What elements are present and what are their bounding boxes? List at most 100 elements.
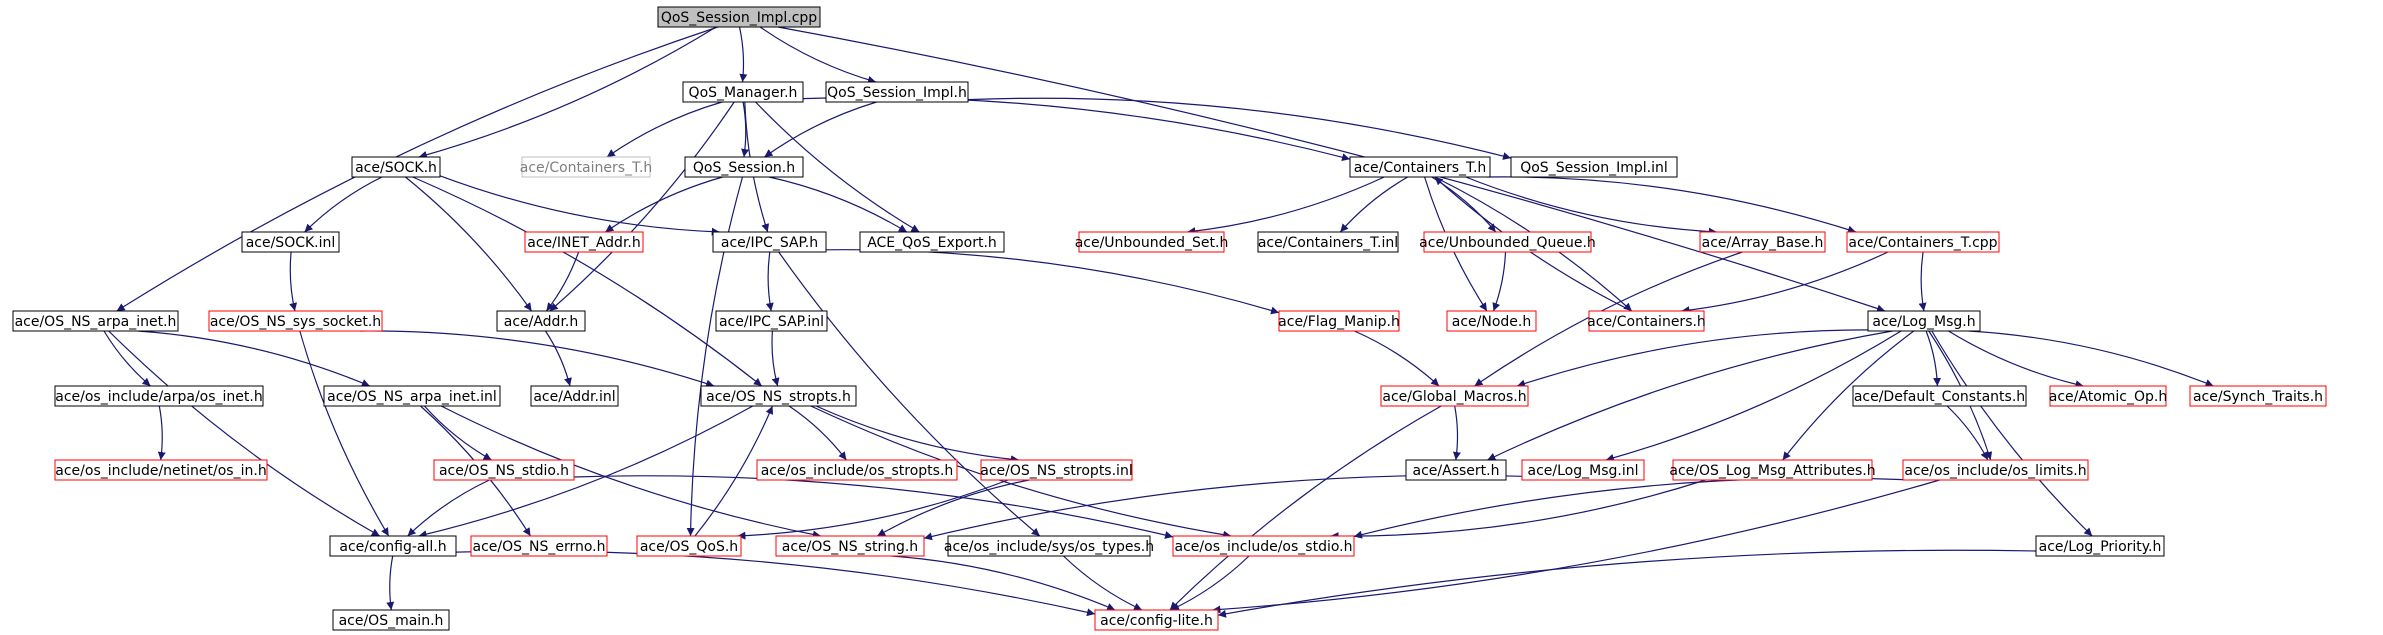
node-label: ace/IPC_SAP.inl: [719, 314, 824, 330]
node-label: ace/Containers_T.h: [1354, 160, 1487, 176]
edge-ace_array_base_h-to-ace_global_macros_h: [1474, 251, 1743, 387]
node-box: [859, 231, 1005, 253]
node-ace_os_include_sys_os_types_h[interactable]: ace/os_include/sys/os_types.h: [944, 535, 1154, 557]
node-ace_containers_t_h[interactable]: ace/Containers_T.h: [1349, 156, 1491, 178]
node-ace_os_ns_errno_h[interactable]: ace/OS_NS_errno.h: [470, 535, 608, 557]
node-root[interactable]: QoS_Session_Impl.cpp: [657, 6, 821, 28]
node-ace_config_lite_h[interactable]: ace/config-lite.h: [1094, 609, 1219, 631]
edge-ace_unbounded_queue_h-to-ace_node_h: [1492, 251, 1507, 312]
node-box: [1902, 459, 2089, 481]
edge-qos_manager_h-to-ace_containers_t_h: [802, 96, 1351, 162]
node-ace_os_main_h[interactable]: ace/OS_main.h: [332, 609, 450, 631]
node-label: ace/Atomic_Op.h: [2049, 389, 2167, 405]
edge-ace_ipc_sap_h-to-ace_ipc_sap_inl: [765, 251, 774, 312]
node-box: [521, 156, 651, 178]
node-box: [1380, 385, 1529, 407]
edge-ace_log_msg_h-to-ace_log_msg_inl: [1605, 330, 1902, 462]
node-ace_os_ns_stropts_h[interactable]: ace/OS_NS_stropts.h: [700, 385, 857, 407]
node-ace_containers_t_inl[interactable]: ace/Containers_T.inl: [1257, 231, 1399, 253]
node-ace_os_include_arpa_os_inet_h[interactable]: ace/os_include/arpa/os_inet.h: [54, 385, 264, 407]
edge-ace_os_ns_stropts_h-to-ace_os_include_os_stropts_h: [788, 405, 847, 461]
node-ace_log_msg_h[interactable]: ace/Log_Msg.h: [1867, 310, 1981, 332]
node-ace_default_constants_h[interactable]: ace/Default_Constants.h: [1852, 385, 2027, 407]
node-ace_unbounded_set_h[interactable]: ace/Unbounded_Set.h: [1075, 231, 1229, 253]
node-label: ace/Containers.h: [1587, 314, 1706, 330]
node-ace_config_all_h[interactable]: ace/config-all.h: [329, 535, 457, 557]
edge-ace_log_msg_h-to-ace_atomic_op_h: [1948, 330, 2084, 389]
node-box: [351, 156, 441, 178]
node-label: ace/SOCK.inl: [246, 235, 336, 251]
node-label: ace/Default_Constants.h: [1854, 389, 2025, 405]
node-ace_global_macros_h[interactable]: ace/Global_Macros.h: [1380, 385, 1529, 407]
node-ace_log_priority_h[interactable]: ace/Log_Priority.h: [2035, 535, 2165, 557]
node-box: [1446, 310, 1537, 332]
node-ace_os_ns_sys_socket_h[interactable]: ace/OS_NS_sys_socket.h: [208, 310, 383, 332]
node-box: [2189, 385, 2327, 407]
node-label: ace/Containers_T.cpp: [1848, 235, 1997, 251]
node-ace_atomic_op_h[interactable]: ace/Atomic_Op.h: [2049, 385, 2167, 407]
edge-ace_log_priority_h-to-ace_config_lite_h: [1217, 549, 2037, 618]
node-ace_addr_inl[interactable]: ace/Addr.inl: [530, 385, 619, 407]
node-ace_qos_export_h[interactable]: ACE_QoS_Export.h: [859, 231, 1005, 253]
node-ace_os_include_netinet_os_in_h[interactable]: ace/os_include/netinet/os_in.h: [54, 459, 268, 481]
node-qos_session_impl_inl[interactable]: QoS_Session_Impl.inl: [1510, 156, 1678, 178]
node-box: [1078, 231, 1225, 253]
node-ace_os_include_os_stropts_h[interactable]: ace/os_include/os_stropts.h: [756, 459, 958, 481]
node-label: ace/Addr.h: [504, 314, 579, 330]
edge-ace_os_ns_arpa_inet_inl-to-ace_os_ns_stdio_h: [423, 405, 492, 461]
node-ace_sock_h[interactable]: ace/SOCK.h: [351, 156, 441, 178]
node-box: [54, 385, 264, 407]
node-ace_os_ns_arpa_inet_h[interactable]: ace/OS_NS_arpa_inet.h: [12, 310, 179, 332]
edge-ace_os_include_os_limits_h-to-ace_config_lite_h: [1212, 479, 1940, 614]
node-ace_os_ns_string_h[interactable]: ace/OS_NS_string.h: [775, 535, 925, 557]
node-label: ace/OS_NS_string.h: [782, 539, 918, 555]
edge-ace_os_ns_arpa_inet_h-to-ace_config_all_h: [108, 330, 381, 537]
node-ace_os_ns_arpa_inet_inl[interactable]: ace/OS_NS_arpa_inet.inl: [323, 385, 501, 407]
node-box: [332, 609, 450, 631]
node-box: [947, 535, 1151, 557]
edge-qos_manager_h-to-qos_session_h: [741, 101, 750, 158]
node-ace_flag_manip_h[interactable]: ace/Flag_Manip.h: [1278, 310, 1400, 332]
node-box: [1510, 156, 1678, 178]
node-ace_log_msg_inl[interactable]: ace/Log_Msg.inl: [1521, 459, 1645, 481]
node-box: [657, 6, 821, 28]
edge-ace_os_ns_arpa_inet_h-to-ace_os_include_arpa_os_inet_h: [103, 330, 151, 387]
node-ace_os_qos_h[interactable]: ace/OS_QoS.h: [636, 535, 742, 557]
edge-ace_os_include_arpa_os_inet_h-to-ace_os_include_netinet_os_in_h: [157, 405, 166, 461]
node-ace_ipc_sap_h[interactable]: ace/IPC_SAP.h: [712, 231, 827, 253]
node-box: [715, 310, 828, 332]
node-ace_addr_h[interactable]: ace/Addr.h: [496, 310, 586, 332]
node-box: [241, 231, 340, 253]
node-ace_os_include_os_limits_h[interactable]: ace/os_include/os_limits.h: [1902, 459, 2089, 481]
node-box: [1588, 310, 1705, 332]
node-box: [1349, 156, 1491, 178]
node-label: ace/OS_NS_errno.h: [472, 539, 605, 555]
node-ace_os_log_msg_attributes_h[interactable]: ace/OS_Log_Msg_Attributes.h: [1669, 459, 1876, 481]
node-box: [433, 459, 575, 481]
node-ace_containers_t_cpp[interactable]: ace/Containers_T.cpp: [1846, 231, 2000, 253]
node-ace_inet_addr_h[interactable]: ace/INET_Addr.h: [524, 231, 644, 253]
node-ace_os_ns_stdio_h[interactable]: ace/OS_NS_stdio.h: [433, 459, 575, 481]
node-ace_sock_inl[interactable]: ace/SOCK.inl: [241, 231, 340, 253]
node-ace_containers_t_h_grey[interactable]: ace/Containers_T.h: [520, 156, 653, 178]
edges-layer: [103, 26, 2214, 618]
edge-qos_manager_h-to-ace_containers_t_h_grey: [606, 101, 723, 158]
node-ace_ipc_sap_inl[interactable]: ace/IPC_SAP.inl: [715, 310, 828, 332]
node-ace_containers_h[interactable]: ace/Containers.h: [1587, 310, 1706, 332]
node-ace_os_include_os_stdio_h[interactable]: ace/os_include/os_stdio.h: [1172, 535, 1355, 557]
node-ace_node_h[interactable]: ace/Node.h: [1446, 310, 1537, 332]
node-qos_session_h[interactable]: QoS_Session.h: [684, 156, 804, 178]
node-ace_synch_traits_h[interactable]: ace/Synch_Traits.h: [2189, 385, 2327, 407]
edge-ace_log_msg_h-to-ace_default_constants_h: [1925, 330, 1942, 387]
node-ace_array_base_h[interactable]: ace/Array_Base.h: [1699, 231, 1826, 253]
node-qos_session_impl_h[interactable]: QoS_Session_Impl.h: [825, 81, 969, 103]
node-ace_assert_h[interactable]: ace/Assert.h: [1405, 459, 1507, 481]
node-ace_os_ns_stropts_inl[interactable]: ace/OS_NS_stropts.inl: [980, 459, 1133, 481]
node-qos_manager_h[interactable]: QoS_Manager.h: [682, 81, 804, 103]
node-label: ace/OS_NS_arpa_inet.h: [15, 314, 177, 330]
node-ace_unbounded_queue_h[interactable]: ace/Unbounded_Queue.h: [1419, 231, 1596, 253]
node-box: [496, 310, 586, 332]
node-label: ace/Addr.inl: [533, 389, 615, 405]
edge-ace_ipc_sap_h-to-ace_os_include_sys_os_types_h: [778, 251, 1041, 537]
node-box: [1852, 385, 2027, 407]
